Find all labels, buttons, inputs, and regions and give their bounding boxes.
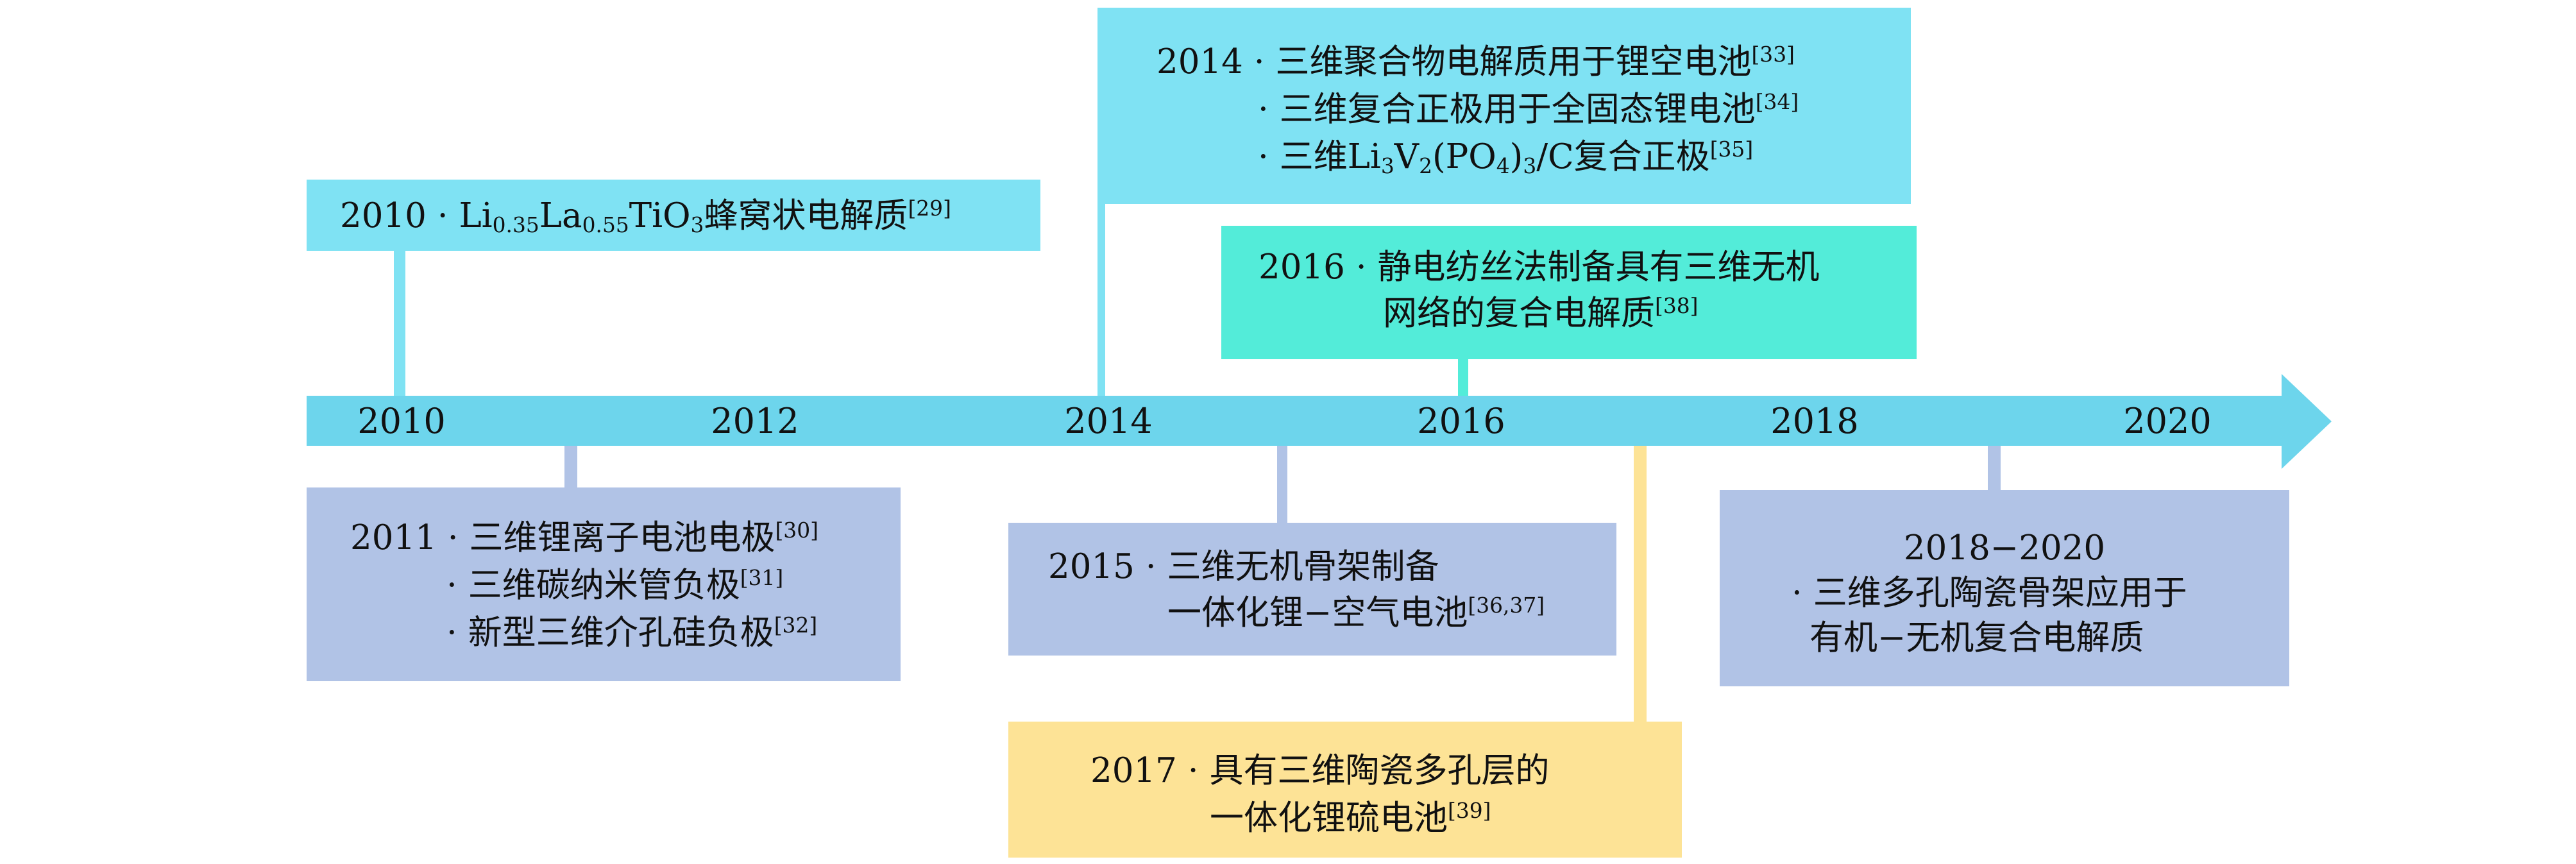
event-line: · 三维碳纳米管负极[31]	[446, 562, 783, 609]
timeline-axis	[307, 396, 2282, 446]
bullet-separator: ·	[1253, 42, 1265, 81]
citation: [33]	[1751, 41, 1795, 67]
bullet-separator: ·	[446, 613, 457, 652]
event-text: 三维多孔陶瓷骨架应用于	[1813, 573, 2187, 613]
formula-text: Li	[459, 196, 493, 235]
event-text: 静电纺丝法制备具有三维无机	[1377, 248, 1820, 287]
event-line: 网络的复合电解质[38]	[1383, 290, 1698, 337]
event-text: 三维碳纳米管负极	[468, 566, 740, 605]
axis-year-label: 2014	[1064, 401, 1153, 441]
subscript: 0.55	[582, 212, 629, 238]
event-box-2018-2020: 2018−2020 · 三维多孔陶瓷骨架应用于 有机−无机复合电解质	[1720, 490, 2289, 686]
event-box-2015: 2015 · 三维无机骨架制备 一体化锂−空气电池[36,37]	[1008, 523, 1616, 656]
event-text: 新型三维介孔硅负极	[468, 613, 774, 652]
event-year: 2018−2020	[1903, 529, 2106, 568]
bullet-separator: ·	[1145, 547, 1157, 586]
event-box-2011: 2011 · 三维锂离子电池电极[30] · 三维碳纳米管负极[31] · 新型…	[307, 487, 901, 681]
subscript: 2	[1419, 153, 1432, 179]
connector-2010	[394, 247, 405, 398]
subscript: 3	[690, 212, 704, 238]
formula-text: (PO	[1432, 137, 1496, 176]
event-line: · 新型三维介孔硅负极[32]	[446, 609, 817, 657]
event-line: · 三维多孔陶瓷骨架应用于	[1792, 570, 2187, 617]
bullet-separator: ·	[1187, 751, 1199, 790]
axis-year-label: 2012	[711, 401, 799, 441]
axis-year-label: 2020	[2123, 401, 2212, 441]
event-line: · 三维复合正极用于全固态锂电池[34]	[1258, 86, 1799, 133]
citation: [36,37]	[1468, 592, 1545, 618]
event-box-2017: 2017 · 具有三维陶瓷多孔层的 一体化锂硫电池[39]	[1008, 722, 1682, 858]
event-year: 2017	[1090, 751, 1177, 790]
bullet-separator: ·	[1792, 573, 1802, 613]
citation: [32]	[774, 612, 818, 638]
subscript: 3	[1523, 153, 1537, 179]
event-year: 2010	[340, 196, 427, 235]
subscript: 4	[1496, 153, 1510, 179]
axis-year-label: 2016	[1417, 401, 1505, 441]
event-text: 有机−无机复合电解质	[1809, 618, 2144, 657]
connector-2014	[1097, 204, 1105, 398]
citation: [29]	[908, 195, 951, 221]
bullet-separator: ·	[437, 196, 448, 235]
formula-text: V	[1394, 137, 1419, 176]
formula-text: )	[1509, 137, 1523, 176]
event-year: 2016	[1258, 248, 1345, 287]
event-text: 蜂窝状电解质	[704, 196, 908, 235]
event-line: 2016 · 静电纺丝法制备具有三维无机	[1258, 244, 1819, 291]
event-line: 2017 · 具有三维陶瓷多孔层的	[1090, 747, 1549, 795]
event-text: 网络的复合电解质	[1383, 294, 1655, 333]
event-box-2010: 2010 · Li0.35La0.55TiO3蜂窝状电解质[29]	[307, 180, 1040, 251]
event-line: 2010 · Li0.35La0.55TiO3蜂窝状电解质[29]	[340, 192, 951, 240]
event-text: 一体化锂硫电池	[1210, 799, 1448, 838]
connector-2017	[1634, 444, 1647, 722]
event-text: 三维锂离子电池电极	[469, 518, 775, 557]
axis-year-label: 2018	[1770, 401, 1859, 441]
event-line: 2014 · 三维聚合物电解质用于锂空电池[33]	[1157, 38, 1795, 86]
event-year: 2011	[350, 518, 437, 557]
bullet-separator: ·	[1355, 248, 1367, 287]
event-year: 2015	[1048, 547, 1135, 586]
connector-2016	[1458, 356, 1468, 398]
event-text: 三维复合正极用于全固态锂电池	[1279, 90, 1756, 129]
event-year: 2014	[1157, 42, 1243, 81]
formula-text: La	[539, 196, 582, 235]
bullet-separator: ·	[447, 518, 459, 557]
formula-text: TiO	[629, 196, 691, 235]
citation: [39]	[1448, 797, 1491, 823]
axis-year-label: 2010	[357, 401, 446, 441]
connector-2018	[1988, 444, 2001, 490]
citation: [30]	[775, 517, 818, 543]
event-text: 三维无机骨架制备	[1167, 547, 1439, 586]
connector-2011	[564, 444, 577, 487]
event-line: · 三维Li3V2(PO4)3/C复合正极[35]	[1258, 133, 1753, 181]
bullet-separator: ·	[446, 566, 457, 605]
event-line: 有机−无机复合电解质	[1809, 614, 2144, 662]
event-text: /C复合正极	[1536, 137, 1710, 176]
timeline-arrowhead	[2282, 374, 2332, 469]
connector-2015	[1277, 444, 1287, 523]
subscript: 3	[1380, 153, 1394, 179]
citation: [35]	[1709, 136, 1754, 162]
citation: [38]	[1655, 292, 1699, 318]
event-text: 三维聚合物电解质用于锂空电池	[1275, 42, 1752, 81]
bullet-separator: ·	[1258, 137, 1269, 176]
bullet-separator: ·	[1258, 90, 1269, 129]
event-line: 2011 · 三维锂离子电池电极[30]	[350, 514, 818, 562]
event-box-2016: 2016 · 静电纺丝法制备具有三维无机 网络的复合电解质[38]	[1221, 226, 1917, 359]
event-text: 具有三维陶瓷多孔层的	[1209, 751, 1550, 790]
event-line: 一体化锂−空气电池[36,37]	[1167, 589, 1545, 637]
citation: [31]	[740, 564, 784, 590]
formula-text: 三维Li	[1279, 137, 1381, 176]
event-line: 2015 · 三维无机骨架制备	[1048, 543, 1439, 591]
citation: [34]	[1755, 89, 1799, 114]
event-text: 一体化锂−空气电池	[1167, 593, 1468, 632]
event-line: 一体化锂硫电池[39]	[1210, 795, 1491, 842]
event-box-2014: 2014 · 三维聚合物电解质用于锂空电池[33] · 三维复合正极用于全固态锂…	[1097, 8, 1911, 204]
subscript: 0.35	[492, 212, 539, 238]
